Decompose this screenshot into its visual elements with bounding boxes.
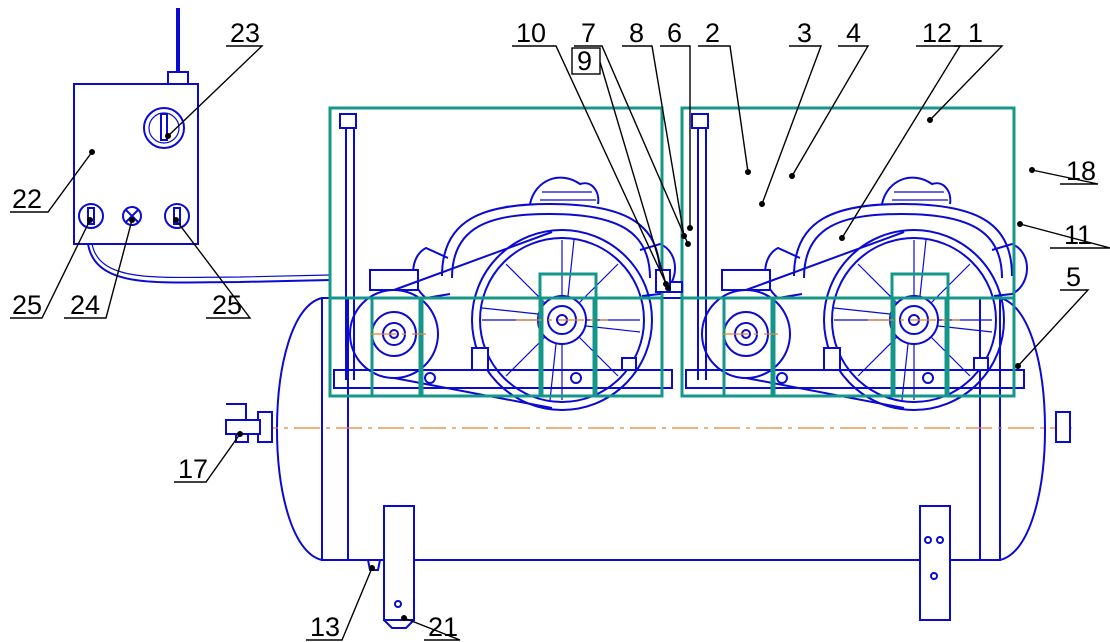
control-box-switch-icon — [143, 107, 185, 149]
leader-lines — [10, 45, 1110, 641]
callout-6: 6 — [667, 18, 682, 48]
callout-22: 22 — [12, 184, 42, 214]
callout-8: 8 — [629, 18, 644, 48]
callout-21: 21 — [428, 612, 458, 642]
callout-5: 5 — [1066, 262, 1081, 292]
callout-11: 11 — [1064, 220, 1092, 250]
control-box — [73, 8, 331, 284]
control-button-icon — [122, 206, 142, 226]
callout-18: 18 — [1066, 156, 1096, 186]
support-foot-right-icon — [919, 505, 951, 621]
drain-valve-icon — [225, 403, 273, 443]
callout-12: 12 — [922, 18, 952, 48]
callout-7: 7 — [581, 18, 596, 48]
callout-2: 2 — [705, 18, 720, 48]
callout-10: 10 — [516, 18, 546, 48]
callout-25-right: 25 — [212, 290, 242, 320]
compressor-unit-left — [328, 106, 677, 412]
callout-9: 9 — [577, 46, 592, 76]
callout-4: 4 — [846, 18, 861, 48]
callout-1: 1 — [968, 18, 983, 48]
support-foot-left-icon — [383, 505, 415, 629]
callout-25-left: 25 — [12, 290, 42, 320]
callout-23: 23 — [230, 18, 260, 48]
indicator-lamp-right-icon — [164, 203, 190, 229]
callout-24: 24 — [70, 290, 100, 320]
callout-3: 3 — [797, 18, 812, 48]
callout-labels: 1 2 3 4 5 6 7 8 9 10 11 12 13 17 18 21 2… — [12, 18, 1096, 642]
receiver-tank — [225, 297, 1072, 629]
callout-17: 17 — [178, 454, 208, 484]
compressor-unit-right — [680, 106, 1029, 412]
indicator-lamp-left-icon — [78, 203, 104, 229]
callout-13: 13 — [310, 612, 340, 642]
